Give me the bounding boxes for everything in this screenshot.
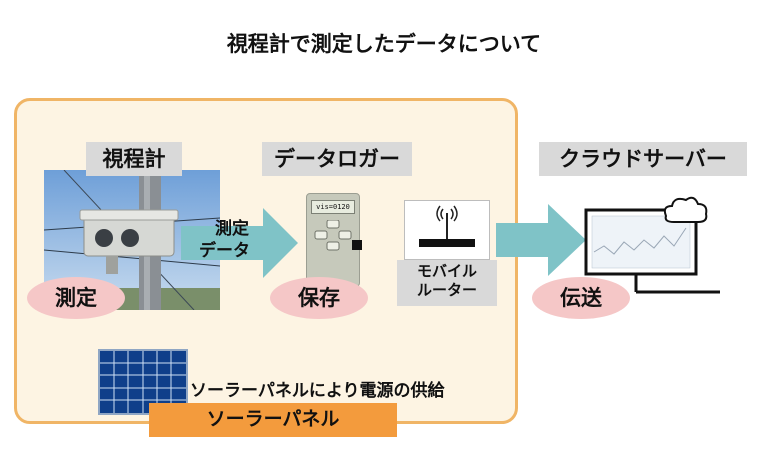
transmit-badge: 伝送 — [532, 277, 630, 319]
data-logger-label: データロガー — [262, 142, 412, 176]
solar-supply-text: ソーラーパネルにより電源の供給 — [190, 381, 445, 401]
router-icon — [419, 205, 475, 247]
mobile-router-line1: モバイル — [416, 262, 477, 280]
logger-buttons — [314, 220, 352, 251]
logger-display: vis=0120 — [311, 200, 355, 214]
mobile-router-label: モバイル ルーター — [397, 260, 497, 306]
measured-data-label: 測定 データ — [199, 218, 250, 262]
cloud-server-label: クラウドサーバー — [539, 142, 747, 176]
store-badge: 保存 — [270, 277, 368, 319]
solar-panel-label: ソーラーパネル — [149, 403, 397, 437]
measure-badge: 測定 — [27, 277, 125, 319]
mobile-router-line2: ルーター — [416, 281, 477, 299]
server-monitor-illustration — [584, 196, 720, 294]
data-logger-device: vis=0120 — [306, 193, 360, 287]
visibility-meter-label: 視程計 — [86, 142, 182, 176]
measured-data-line1: 測定 — [215, 219, 249, 239]
mobile-router-device — [404, 200, 490, 260]
measured-data-line2: データ — [199, 241, 250, 261]
solar-panel-grid — [100, 351, 186, 413]
diagram-title: 視程計で測定したデータについて — [226, 32, 542, 56]
arrow-meter-to-logger — [181, 208, 298, 278]
solar-panel-illustration — [98, 349, 188, 415]
arrow-router-to-server — [496, 204, 586, 276]
logger-connector — [352, 240, 362, 250]
